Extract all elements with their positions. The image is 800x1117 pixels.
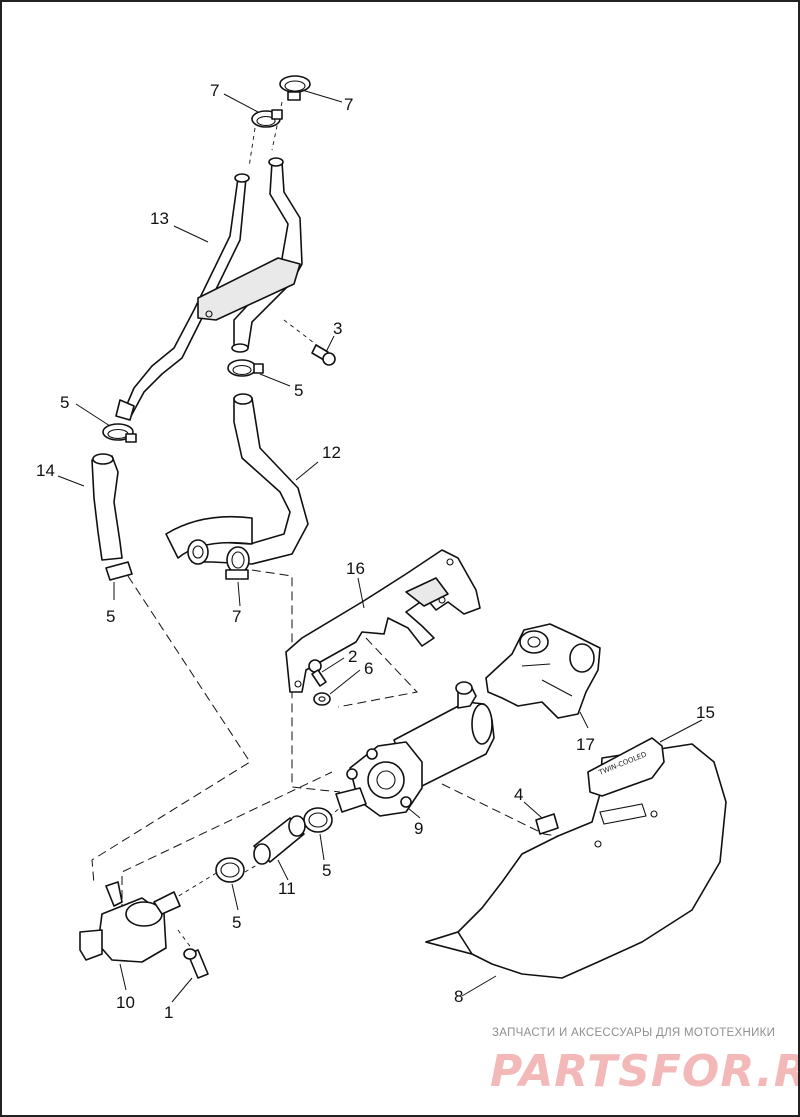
callout-10: 10 [116, 993, 135, 1012]
part-12-hose [165, 393, 309, 565]
callout-5-upper-right: 5 [294, 381, 303, 400]
leader-lines [57, 89, 703, 1003]
callout-5-hose14: 5 [106, 607, 115, 626]
callout-11: 11 [278, 879, 296, 898]
callout-5-pump-outlet: 5 [322, 861, 331, 880]
callout-15: 15 [696, 703, 715, 722]
clamp-5-pump-outlet [303, 807, 333, 833]
part-16-bracket [285, 549, 481, 693]
callout-3: 3 [333, 319, 342, 338]
part-3-screw [311, 344, 336, 366]
watermark: ЗАПЧАСТИ И АКСЕССУАРЫ ДЛЯ МОТОТЕХНИКИ PA… [490, 1027, 798, 1097]
part-1-screw [183, 948, 209, 979]
callout-8: 8 [454, 987, 463, 1006]
clamp-5-hose11 [215, 857, 245, 883]
callout-7-top-right: 7 [344, 95, 353, 114]
part-6-washer [313, 692, 331, 706]
clamp-5-upper-left [102, 423, 137, 443]
watermark-brand: PARTSFOR.RU [490, 1046, 798, 1097]
callout-1: 1 [164, 1003, 173, 1022]
part-4-clip [535, 813, 559, 835]
clamp-5-upper-right [227, 359, 264, 377]
callout-16: 16 [346, 559, 365, 578]
part-2-screw [308, 659, 327, 687]
clamp-7-bottom [225, 546, 250, 580]
callout-9: 9 [414, 819, 423, 838]
callout-4: 4 [514, 785, 523, 804]
watermark-tagline: ЗАПЧАСТИ И АКСЕССУАРЫ ДЛЯ МОТОТЕХНИКИ [492, 1027, 775, 1039]
part-17-pump-mount [485, 623, 601, 719]
callout-5-hose11: 5 [232, 913, 241, 932]
callout-7-bottom: 7 [232, 607, 241, 626]
part-13-coolant-pipe-assembly [115, 157, 303, 421]
callout-14: 14 [36, 461, 55, 480]
callout-17: 17 [576, 735, 595, 754]
part-8-shroud [425, 743, 727, 979]
callout-2: 2 [348, 647, 357, 666]
clamp-5-hose14 [105, 561, 133, 581]
callout-6: 6 [364, 659, 373, 678]
assembly-lines [91, 101, 583, 958]
part-14-short-hose [91, 453, 123, 561]
callout-12: 12 [322, 443, 341, 462]
part-10-fitting [79, 881, 181, 963]
callout-7-top-left: 7 [210, 81, 219, 100]
part-11-short-hose [253, 815, 306, 865]
callout-5-upper-left: 5 [60, 393, 69, 412]
clamp-7-top-right [279, 75, 311, 101]
part-9-coolant-pump [335, 681, 495, 817]
callouts: 7 7 13 3 5 5 12 14 5 7 16 2 6 17 15 4 9 … [36, 81, 715, 1022]
clamp-7-top-left [251, 109, 283, 128]
callout-13: 13 [150, 209, 169, 228]
